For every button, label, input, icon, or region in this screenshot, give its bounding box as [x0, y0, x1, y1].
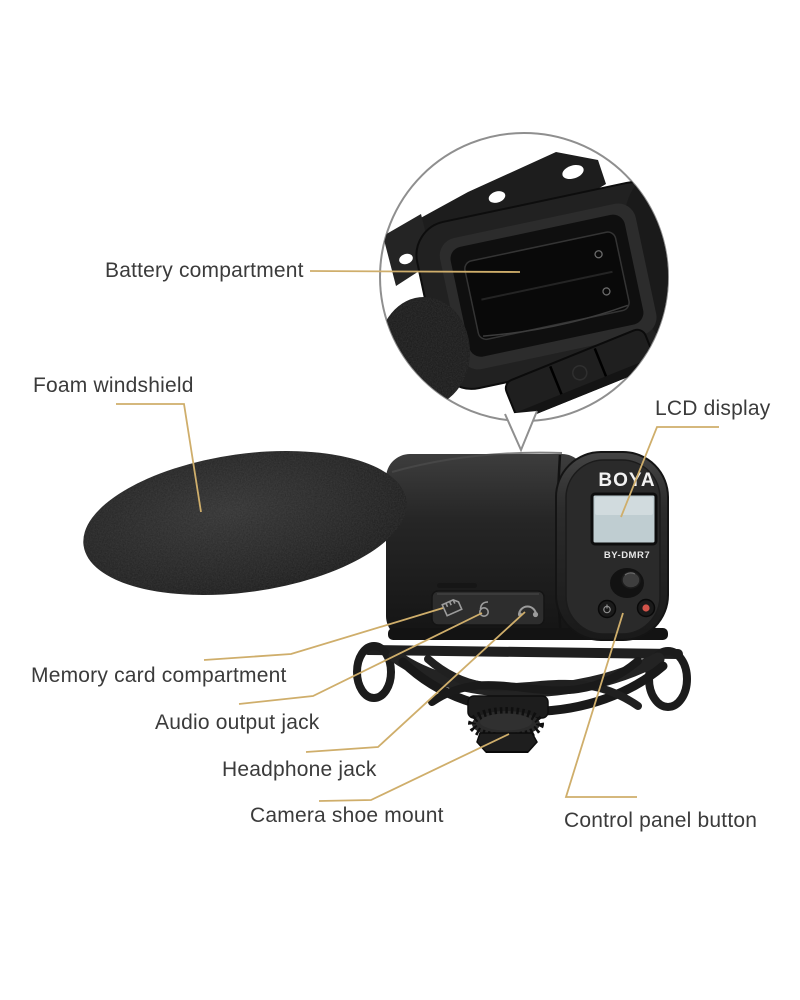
label-lcd-display: LCD display	[655, 397, 771, 420]
model-label: BY-DMR7	[604, 550, 650, 561]
record-button	[636, 598, 656, 618]
line-out-icon	[478, 601, 489, 617]
leader-battery	[309, 270, 521, 273]
leader-audio	[238, 612, 483, 705]
power-button	[597, 599, 617, 619]
label-battery-compartment: Battery compartment	[105, 259, 304, 282]
label-memory-card: Memory card compartment	[31, 664, 287, 687]
foam-windshield	[83, 451, 407, 595]
microphone-device: BOYA BY-DMR7	[83, 451, 691, 753]
callout-lines	[116, 270, 719, 802]
leader-control	[564, 612, 637, 798]
power-icon	[603, 604, 611, 614]
jack-panel	[431, 583, 545, 626]
joystick-control	[610, 568, 644, 598]
leader-memory	[203, 607, 444, 661]
leader-lcd	[620, 426, 719, 518]
label-control-panel-button: Control panel button	[564, 809, 758, 832]
leader-shoe	[318, 733, 510, 802]
label-headphone-jack: Headphone jack	[222, 758, 377, 781]
leader-foam	[116, 403, 202, 513]
boya-logo: BOYA	[598, 470, 655, 491]
foam-edge	[380, 297, 470, 407]
record-icon	[642, 604, 650, 612]
recorder-body: BOYA BY-DMR7	[386, 451, 669, 641]
label-foam-windshield: Foam windshield	[33, 374, 194, 397]
shock-mount	[353, 642, 691, 719]
headphone-icon	[518, 605, 539, 618]
lcd-screen	[590, 492, 658, 546]
sd-card-icon	[441, 599, 463, 617]
camera-shoe-mount	[468, 707, 544, 753]
inset-tail	[505, 411, 537, 450]
battery-inset-callout	[379, 132, 669, 453]
battery-cover	[504, 328, 661, 421]
leader-headphone	[305, 611, 526, 753]
label-camera-shoe-mount: Camera shoe mount	[250, 804, 444, 827]
label-audio-output-jack: Audio output jack	[155, 711, 320, 734]
